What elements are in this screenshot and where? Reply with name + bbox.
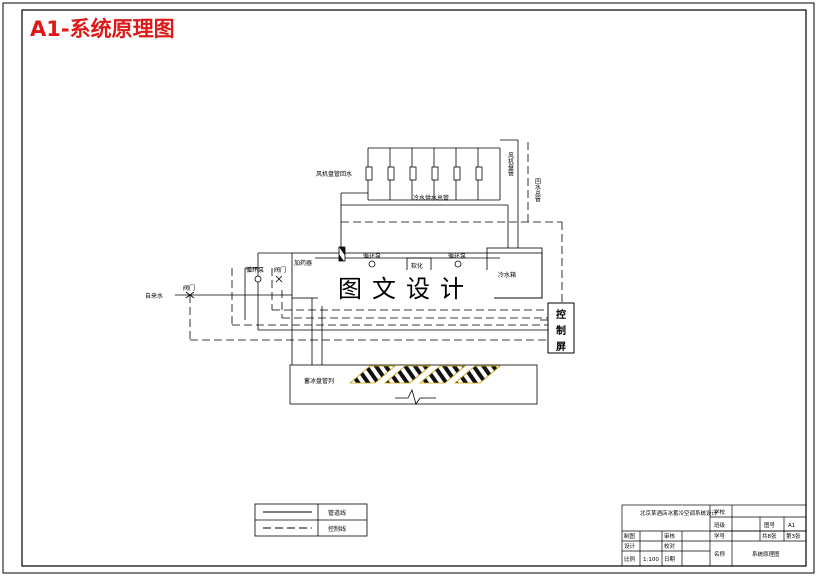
control-cabinet-label: 控制屏 [554,308,567,357]
drawn-label: 制图 [624,532,636,540]
chilled-supply-main-label: 冷水供水总管 [413,194,449,202]
valve-2-label: 阀门 [183,284,195,292]
drawing-no-label: 图号 [764,521,776,529]
school-label: 学校 [714,508,726,516]
design-label: 设计 [624,542,636,550]
watermark: 图文设计 [338,275,474,303]
project-name: 北京某酒店冰蓄冷空调系统设计 [640,509,718,517]
fan-coil-main-label: 风机盘管 [507,152,514,177]
fan-coil-return-label: 风机盘管回水 [316,170,352,178]
name-label: 名称 [714,550,726,558]
ice-coil-label: 蓄冰盘管列 [304,377,334,385]
fan-coil-unit [387,166,395,181]
pump-2-label: 循环泵 [448,252,466,260]
return-main-label: 回水总管 [534,178,541,203]
pump-icon [254,275,262,283]
proof-label: 校对 [664,542,676,550]
fan-coil-unit [453,166,461,181]
name-value: 系统原理图 [752,550,780,558]
class-label: 班级 [714,521,726,529]
pump-icon [368,260,376,268]
valve-icon [185,291,195,299]
legend-dashed-label: 控制线 [328,525,346,533]
scale-label: 比例 [624,555,636,563]
legend: 管道线 控制线 [254,503,368,537]
fan-coil-unit [475,166,483,181]
dosing-device-label: 加药器 [294,259,312,267]
fan-coil-units [365,166,483,181]
valve-1-label: 阀门 [274,266,286,274]
watermark-box [318,270,494,306]
cold-tank-label: 冷水箱 [498,271,516,279]
pump-3-label: 循环泵 [246,266,264,274]
student-label: 学号 [714,532,726,540]
fan-coil-unit [431,166,439,181]
title-block [621,504,807,567]
review-label: 审核 [664,532,676,540]
pumps-and-valves [185,246,462,299]
softener-label: 软化 [411,262,423,270]
date-label: 日期 [664,556,676,563]
sheet-number: 第3张 [786,532,801,540]
dosing-device-icon [338,246,346,262]
inner-frame [21,9,807,567]
tap-water-label: 自来水 [145,292,163,300]
valve-icon [275,275,283,283]
fan-coil-unit [365,166,373,181]
pump-1-label: 循环泵 [363,252,381,260]
pump-icon [454,260,462,268]
legend-solid-label: 管道线 [328,509,346,517]
fan-coil-unit [409,166,417,181]
sheet-count: 共8张 [762,532,777,540]
drawing-no: A1 [788,523,795,529]
control-lines [189,142,563,341]
drawing-title: A1-系统原理图 [30,17,175,41]
ice-coil-bank [348,365,502,405]
scale-value: 1:100 [643,557,659,563]
